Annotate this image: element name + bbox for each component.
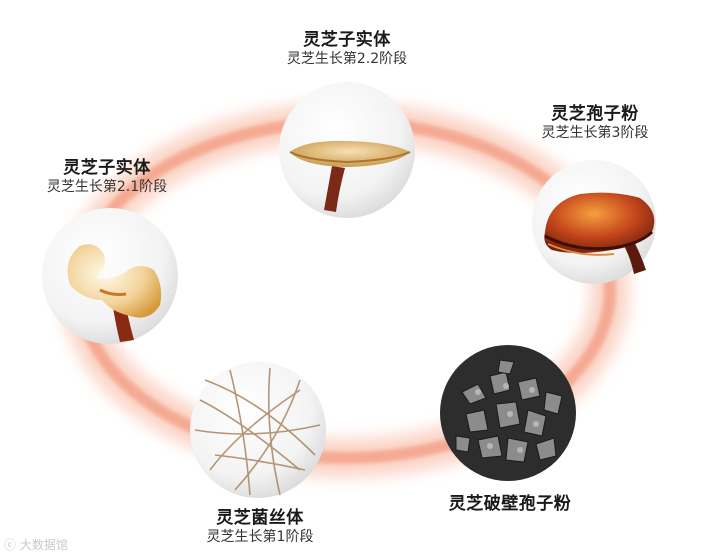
stage-subtitle: 灵芝生长第3阶段 [510, 125, 680, 143]
stage-title: 灵芝子实体 [22, 158, 192, 179]
stage-title: 灵芝孢子粉 [510, 104, 680, 125]
stage-title: 灵芝破壁孢子粉 [420, 494, 600, 515]
stage-label-powder: 灵芝破壁孢子粉 [420, 494, 600, 515]
stage-label-1: 灵芝菌丝体 灵芝生长第1阶段 [180, 508, 340, 547]
stage-subtitle: 灵芝生长第2.2阶段 [257, 51, 437, 69]
stage-label-3: 灵芝孢子粉 灵芝生长第3阶段 [510, 104, 680, 143]
stage-label-2-2: 灵芝子实体 灵芝生长第2.2阶段 [257, 30, 437, 69]
powder-icon [440, 345, 576, 481]
young-fruiting-body-icon [42, 208, 178, 344]
mycelium-icon [190, 362, 326, 498]
stage-label-2-1: 灵芝子实体 灵芝生长第2.1阶段 [22, 158, 192, 197]
stage-title: 灵芝子实体 [257, 30, 437, 51]
watermark-logo-icon: ⓒ [4, 538, 16, 552]
stage-subtitle: 灵芝生长第1阶段 [180, 529, 340, 547]
watermark-text: 大数据馆 [20, 538, 68, 552]
watermark: ⓒ 大数据馆 [4, 536, 68, 553]
stage-subtitle: 灵芝生长第2.1阶段 [22, 179, 192, 197]
stage-title: 灵芝菌丝体 [180, 508, 340, 529]
mushroom-icon [279, 82, 415, 218]
mature-reishi-icon [532, 160, 656, 284]
